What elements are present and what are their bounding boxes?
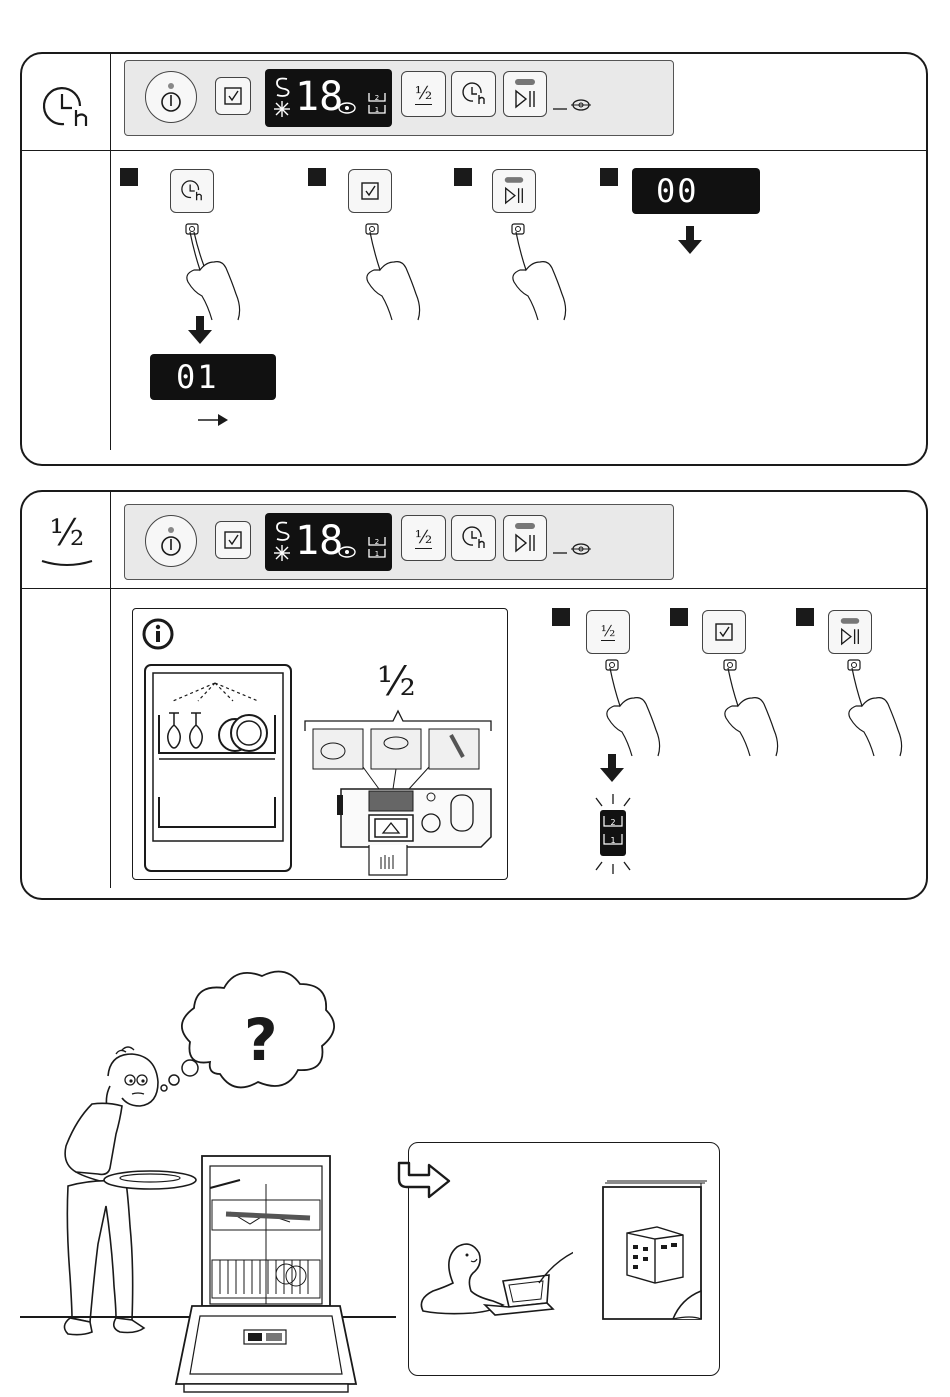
- svg-text:2: 2: [610, 818, 615, 827]
- delay-start-button[interactable]: [451, 515, 496, 561]
- step-marker: [600, 168, 618, 186]
- display-digits: 18: [295, 517, 343, 565]
- basket-indicator-icon: 2 1: [367, 91, 387, 117]
- info-half-label: ½: [377, 659, 416, 705]
- start-pause-button[interactable]: [503, 71, 547, 117]
- svg-text:1: 1: [375, 550, 379, 558]
- program-button[interactable]: [215, 77, 251, 115]
- half-load-button[interactable]: ½: [401, 515, 446, 561]
- step-marker: [120, 168, 138, 186]
- delay-start-button-step[interactable]: [170, 169, 214, 213]
- power-button[interactable]: [145, 515, 197, 567]
- question-mark: ?: [244, 1010, 278, 1070]
- water-tap-icon-lcd: [337, 101, 357, 115]
- svg-text:1: 1: [610, 836, 615, 845]
- manual-booklet-icon: [601, 1179, 711, 1329]
- pointing-hand-icon: [172, 222, 252, 322]
- program-select-icon: [223, 86, 243, 106]
- program-button[interactable]: [215, 521, 251, 559]
- step-marker: [670, 608, 688, 626]
- start-pause-icon: [512, 521, 538, 555]
- delay-display-01: 01: [150, 354, 276, 400]
- step-marker: [552, 608, 570, 626]
- program-select-icon: [223, 530, 243, 550]
- water-tap-icon: [553, 541, 597, 557]
- lcd-display: 18 2 1: [265, 513, 392, 571]
- step-marker: [454, 168, 472, 186]
- start-pause-button[interactable]: [503, 515, 547, 561]
- power-icon: [156, 524, 186, 558]
- salt-icon: [277, 523, 289, 541]
- pointing-hand-icon: [710, 658, 790, 758]
- delay-start-icon: [461, 525, 487, 551]
- start-pause-button-step[interactable]: [828, 610, 872, 654]
- svg-text:1: 1: [375, 106, 379, 114]
- down-arrow-icon: [678, 226, 702, 256]
- down-arrow-icon: [600, 754, 624, 784]
- half-load-button[interactable]: ½: [401, 71, 446, 117]
- pointing-hand-icon: [498, 222, 578, 322]
- program-button-step[interactable]: [702, 610, 746, 654]
- right-arrow-icon: [198, 414, 228, 426]
- basket-indicator-flashing-icon: 2 1: [588, 792, 638, 876]
- program-select-icon: [360, 181, 380, 201]
- pointing-hand-icon: [352, 222, 432, 322]
- info-box: ½: [132, 608, 508, 880]
- rinse-aid-icon: [274, 101, 290, 117]
- start-pause-icon: [512, 77, 538, 111]
- water-tap-icon: [553, 97, 597, 113]
- pointing-hand-icon: [592, 658, 672, 758]
- rinse-aid-icon: [274, 545, 290, 561]
- salt-icon: [277, 79, 289, 97]
- delay-start-icon: [180, 179, 204, 203]
- delay-start-clock-icon: [42, 84, 92, 134]
- delay-start-icon: [461, 81, 487, 107]
- step-marker: [308, 168, 326, 186]
- person-with-laptop-icon: [413, 1239, 573, 1349]
- pointing-hand-icon: [834, 658, 914, 758]
- dishwasher-open-icon: [170, 1154, 360, 1394]
- half-load-option-icon: ½: [40, 514, 94, 573]
- program-button-step[interactable]: [348, 169, 392, 213]
- svg-text:2: 2: [375, 94, 379, 102]
- program-select-icon: [714, 622, 734, 642]
- down-arrow-icon: [188, 316, 212, 346]
- control-panel: 18 2 1 ½: [124, 504, 674, 580]
- half-load-icon: ½: [415, 528, 432, 549]
- redirect-arrow-icon: [395, 1159, 455, 1199]
- step-marker: [796, 608, 814, 626]
- info-icon: [141, 617, 175, 651]
- basket-indicator-icon: 2 1: [367, 535, 387, 561]
- control-panel: 18 2 1 ½: [124, 60, 674, 136]
- dishwasher-interior-icon: [143, 663, 293, 873]
- delay-start-button[interactable]: [451, 71, 496, 117]
- svg-text:2: 2: [375, 538, 379, 546]
- power-button[interactable]: [145, 71, 197, 123]
- half-load-icon: ½: [415, 84, 432, 105]
- half-load-button-step[interactable]: ½: [586, 610, 630, 654]
- detergent-dispenser-icon: [301, 727, 501, 877]
- power-icon: [156, 80, 186, 114]
- start-pause-icon: [502, 175, 526, 207]
- help-box: [408, 1142, 720, 1376]
- start-pause-icon: [838, 616, 862, 648]
- half-load-panel: ½ 18: [20, 490, 928, 900]
- start-pause-button-step[interactable]: [492, 169, 536, 213]
- display-digits: 18: [295, 73, 343, 121]
- lcd-display: 18 2 1: [265, 69, 392, 127]
- delay-display-00: 00: [632, 168, 760, 214]
- delay-start-panel: 18 2 1 ½: [20, 52, 928, 466]
